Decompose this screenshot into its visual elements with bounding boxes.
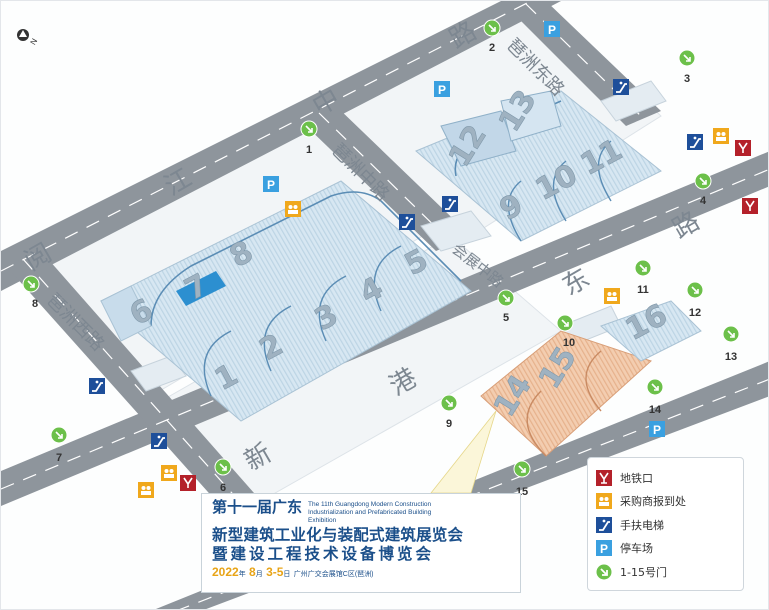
title-line1: 第十一届广东	[212, 498, 303, 516]
legend-gates: 1-15号门	[596, 560, 735, 584]
hall-group-b	[415, 90, 662, 242]
escalator-icon	[596, 516, 612, 533]
escalator-icon	[399, 214, 415, 230]
map-legend: 地铁口 采购商报到处 手扶电梯 P 停车场 1-15号门	[587, 457, 744, 591]
parking-icon: P	[596, 540, 612, 557]
title-line3: 暨建设工程技术设备博览会	[212, 544, 435, 563]
gate-number: 2	[489, 42, 495, 54]
gate-14: 14	[646, 378, 664, 416]
legend-escalator: 手扶电梯	[596, 513, 735, 537]
compass: N	[15, 27, 45, 56]
registration-icon	[713, 128, 729, 144]
exhibition-date: 2022年 8月 3-5日 广州广交会展馆C区(琶洲)	[212, 564, 374, 579]
escalator-icon	[89, 378, 105, 394]
gate-1: 1	[300, 120, 318, 156]
legend-registration: 采购商报到处	[596, 490, 735, 514]
date-month: 8	[249, 564, 256, 579]
date-days: 3-5	[266, 564, 284, 579]
date-year: 2022	[212, 564, 239, 579]
parking-icon: P	[649, 421, 665, 437]
gate-8: 8	[22, 275, 40, 310]
registration-points	[138, 128, 729, 498]
gate-13: 13	[722, 325, 740, 363]
title-line2: 新型建筑工业化与装配式建筑展览会	[212, 526, 464, 545]
registration-icon	[596, 493, 612, 510]
hall-group-c	[480, 300, 702, 457]
metro-icon	[180, 475, 196, 491]
gate-number: 11	[637, 284, 649, 296]
svg-text:P: P	[548, 23, 556, 37]
svg-text:P: P	[438, 83, 446, 97]
compass-label: N	[29, 37, 40, 47]
svg-text:P: P	[600, 542, 608, 556]
gate-number: 12	[689, 307, 701, 319]
registration-icon	[285, 201, 301, 217]
road-zhongjiang	[1, 1, 561, 291]
gate-icon	[596, 564, 612, 580]
gate-number: 8	[32, 298, 38, 310]
hall-group-a	[100, 180, 472, 422]
escalator-icon	[442, 196, 458, 212]
title-english: The 11th Guangdong Modern Construction I…	[308, 501, 432, 525]
metro-icon	[596, 469, 612, 486]
gate-2: 2	[483, 19, 501, 54]
gate-3: 3	[678, 49, 696, 85]
gate-7: 7	[50, 426, 68, 464]
escalator-icon	[151, 433, 167, 449]
gate-number: 10	[563, 337, 575, 349]
venue: 广州广交会展馆C区(琶洲)	[293, 570, 374, 578]
svg-text:P: P	[653, 423, 661, 437]
gate-number: 14	[649, 404, 662, 416]
gate-12: 12	[686, 281, 704, 319]
road-pazhou-middle	[301, 106, 471, 251]
parking-icon: P	[263, 176, 279, 192]
gate-5: 5	[497, 289, 515, 324]
gate-number: 9	[446, 418, 452, 430]
svg-text:P: P	[267, 178, 275, 192]
gate-9: 9	[440, 394, 458, 430]
parking-icon: P	[434, 81, 450, 97]
gate-10: 10	[556, 314, 575, 349]
metro-icon	[742, 198, 758, 214]
gate-number: 3	[684, 73, 690, 85]
registration-icon	[138, 482, 154, 498]
gate-6: 6	[214, 458, 232, 494]
exhibition-title-box: 第十一届广东 The 11th Guangdong Modern Construc…	[201, 493, 521, 593]
gate-number: 7	[56, 452, 62, 464]
gate-number: 1	[306, 144, 312, 156]
metro-icon	[735, 140, 751, 156]
escalator-icon	[613, 79, 629, 95]
gate-number: 6	[220, 482, 226, 494]
road-pazhou-west	[6, 251, 261, 501]
parking-spots: P P P P	[263, 21, 665, 437]
legend-parking: P 停车场	[596, 537, 735, 561]
escalator-icon	[687, 134, 703, 150]
gate-number: 5	[503, 312, 509, 324]
gate-4: 4	[694, 172, 712, 207]
legend-metro: 地铁口	[596, 466, 735, 490]
registration-icon	[161, 465, 177, 481]
escalators	[89, 79, 703, 449]
parking-icon: P	[544, 21, 560, 37]
gate-number: 4	[700, 195, 707, 207]
registration-icon	[604, 288, 620, 304]
metro-entrances	[180, 140, 758, 491]
gate-11: 11	[634, 259, 652, 296]
gate-number: 13	[725, 351, 737, 363]
